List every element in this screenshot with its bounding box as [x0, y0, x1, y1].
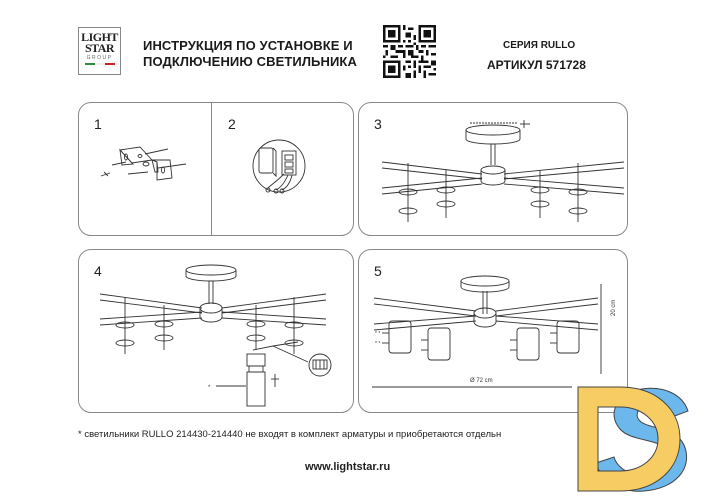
step-number-2: 2: [228, 116, 236, 132]
step-number-1: 1: [94, 116, 102, 132]
connect-shade-illustration: *: [99, 264, 332, 407]
panel-divider: [211, 102, 212, 236]
title-line-2: ПОДКЛЮЧЕНИЮ СВЕТИЛЬНИКА: [143, 54, 357, 69]
step-3-panel: [358, 102, 628, 236]
lightstar-logo: LIGHT STAR GROUP: [78, 27, 121, 75]
qr-code-icon: [383, 25, 436, 78]
series-label: СЕРИЯ RULLO: [503, 40, 576, 51]
callout-marker: * *: [375, 341, 380, 347]
step-4-panel: [78, 249, 354, 413]
footnote: * светильники RULLO 214430-214440 не вхо…: [78, 429, 502, 440]
website-link[interactable]: www.lightstar.ru: [305, 461, 391, 473]
logo-light: LIGHT: [81, 30, 118, 44]
title-line-1: ИНСТРУКЦИЯ ПО УСТАНОВКЕ И: [143, 38, 353, 53]
article-number: АРТИКУЛ 571728: [487, 58, 586, 72]
ds-watermark-logo: [577, 386, 689, 492]
step-number-3: 3: [374, 116, 382, 132]
diameter-dimension: Ø 72 cm: [470, 378, 493, 384]
canopy-mount-illustration: [381, 120, 625, 222]
callout-marker: *: [208, 385, 211, 391]
terminal-wiring-illustration: [252, 139, 306, 194]
bracket-screws-illustration: [100, 146, 187, 181]
callout-marker: * *: [375, 331, 380, 337]
assembled-fixture-illustration: * * * *: [372, 275, 602, 388]
steps-1-2-panel: [78, 102, 354, 236]
lamp-holder: [398, 163, 418, 222]
height-dimension: 20 cm: [611, 299, 617, 316]
step-number-5: 5: [374, 263, 382, 279]
step-number-4: 4: [94, 263, 102, 279]
italian-flag-stripe: [84, 63, 115, 65]
logo-group: GROUP: [86, 55, 113, 61]
document-title: ИНСТРУКЦИЯ ПО УСТАНОВКЕ И ПОДКЛЮЧЕНИЮ СВ…: [143, 38, 357, 70]
step-5-panel: [358, 249, 628, 413]
logo-star: STAR: [84, 41, 115, 55]
d-letter-icon: [577, 386, 681, 492]
